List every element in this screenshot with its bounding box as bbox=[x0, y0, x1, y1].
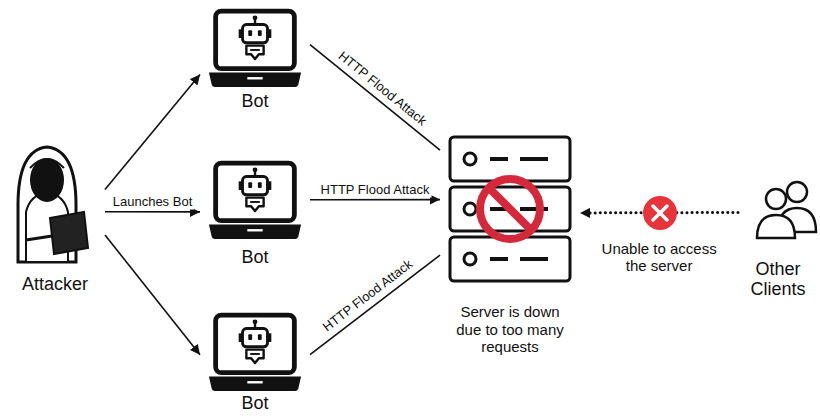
edge-label: HTTP Flood Attack bbox=[333, 47, 430, 130]
flow-arrow bbox=[105, 75, 200, 190]
flow-arrow bbox=[105, 235, 200, 355]
flow-arrow bbox=[310, 199, 440, 201]
attacker-figure bbox=[18, 147, 88, 262]
clients-node: Other Clients bbox=[738, 175, 818, 300]
flow-arrow bbox=[310, 255, 440, 355]
node-label: Other Clients bbox=[743, 259, 813, 300]
edge-label: Unable to access the server bbox=[598, 239, 720, 274]
bot-laptop bbox=[209, 163, 301, 239]
attacker-node: Attacker bbox=[5, 135, 105, 295]
node-label: Attacker bbox=[22, 274, 88, 295]
bot-laptop bbox=[209, 315, 301, 391]
flow-arrow bbox=[310, 45, 440, 151]
server-stack bbox=[450, 137, 570, 281]
edge-label: HTTP Flood Attack bbox=[319, 182, 432, 197]
bot-node: Bot bbox=[200, 5, 310, 112]
node-label: Server is down due to too many requests bbox=[454, 303, 566, 355]
node-label: Bot bbox=[241, 91, 268, 112]
bot-node: Bot bbox=[200, 158, 310, 268]
bot-laptop bbox=[209, 11, 301, 87]
edge-label: Launches Bot bbox=[111, 194, 195, 209]
node-label: Bot bbox=[241, 247, 268, 268]
flow-arrow bbox=[105, 211, 200, 213]
edge-label: HTTP Flood Attack bbox=[319, 256, 418, 337]
clients-figure bbox=[757, 182, 816, 238]
node-label: Bot bbox=[241, 393, 268, 414]
bot-node: Bot bbox=[200, 310, 310, 414]
server-node: Server is down due to too many requests bbox=[440, 133, 580, 355]
